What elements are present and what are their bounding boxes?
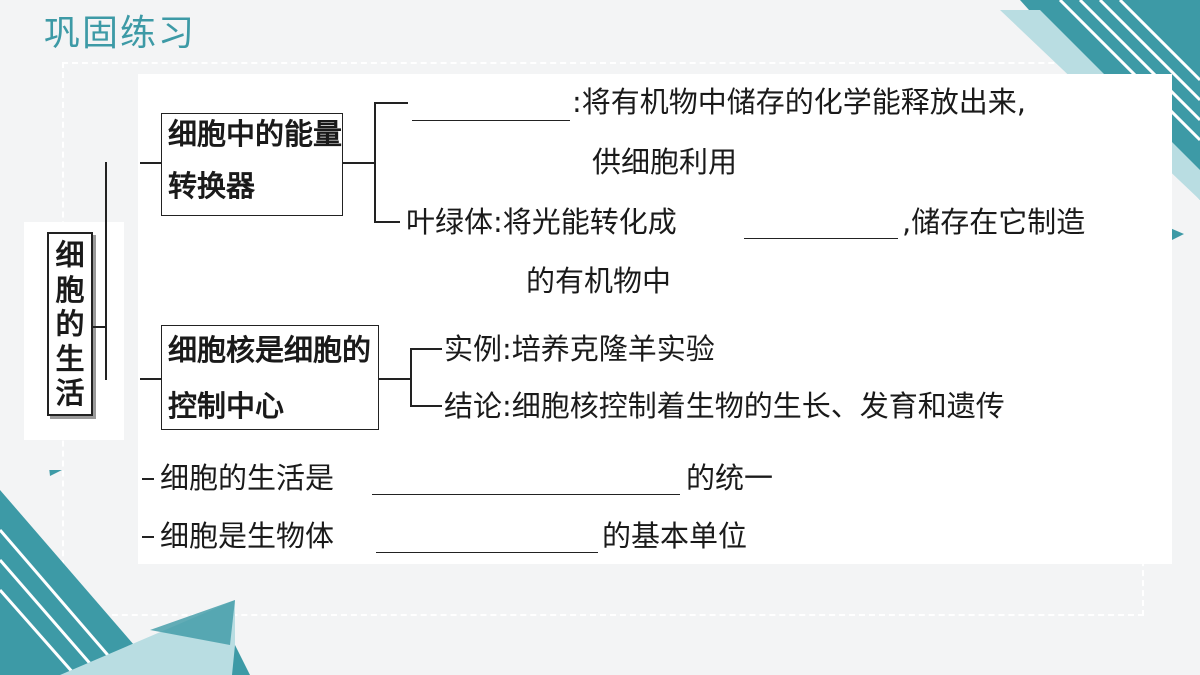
bracket-nucleus-bottom bbox=[410, 405, 442, 407]
blank-energy-form[interactable] bbox=[744, 238, 898, 239]
connector-nucleus-out bbox=[378, 378, 410, 380]
bracket-energy-top bbox=[374, 102, 408, 104]
blank-statement1[interactable] bbox=[372, 494, 680, 495]
dash-statement2 bbox=[142, 536, 154, 538]
connector-main-trunk bbox=[105, 162, 107, 380]
connector-to-energy bbox=[140, 162, 161, 164]
nucleus-control-label: 细胞核是细胞的控制中心 bbox=[168, 333, 372, 423]
energy-item2-suffix: ,储存在它制造 bbox=[902, 205, 1086, 239]
nucleus-control-box: 细胞核是细胞的控制中心 bbox=[161, 325, 379, 430]
bracket-nucleus-vertical bbox=[410, 348, 412, 406]
bracket-energy-bottom bbox=[374, 221, 400, 223]
energy-item2-continued: 的有机物中 bbox=[526, 264, 672, 298]
energy-converter-label: 细胞中的能量转换器 bbox=[168, 117, 343, 203]
connector-to-nucleus bbox=[140, 378, 161, 380]
blank-statement2[interactable] bbox=[376, 552, 598, 553]
root-concept-box: 细胞的生活 bbox=[47, 232, 93, 416]
statement1-prefix: 细胞的生活是 bbox=[160, 461, 335, 495]
connector-root-stem bbox=[91, 326, 105, 328]
energy-item2-prefix: 叶绿体:将光能转化成 bbox=[406, 205, 677, 239]
bracket-nucleus-top bbox=[410, 348, 442, 350]
nucleus-conclusion: 结论:细胞核控制着生物的生长、发育和遗传 bbox=[444, 389, 1005, 423]
energy-item1-text: :将有机物中储存的化学能释放出来, bbox=[572, 85, 1026, 119]
blank-organelle[interactable] bbox=[412, 120, 570, 121]
statement2-prefix: 细胞是生物体 bbox=[160, 519, 335, 553]
root-concept-label: 细胞的生活 bbox=[55, 238, 85, 410]
dash-statement1 bbox=[142, 478, 154, 480]
slide-title: 巩固练习 bbox=[44, 13, 197, 54]
nucleus-example: 实例:培养克隆羊实验 bbox=[444, 332, 715, 366]
bottom-left-decoration bbox=[0, 470, 250, 675]
energy-converter-box: 细胞中的能量转换器 bbox=[161, 113, 343, 216]
statement1-suffix: 的统一 bbox=[686, 461, 774, 495]
bracket-energy-vertical bbox=[374, 102, 376, 222]
statement2-suffix: 的基本单位 bbox=[602, 519, 748, 553]
connector-energy-out bbox=[342, 162, 374, 164]
energy-item1-continued: 供细胞利用 bbox=[592, 145, 738, 179]
